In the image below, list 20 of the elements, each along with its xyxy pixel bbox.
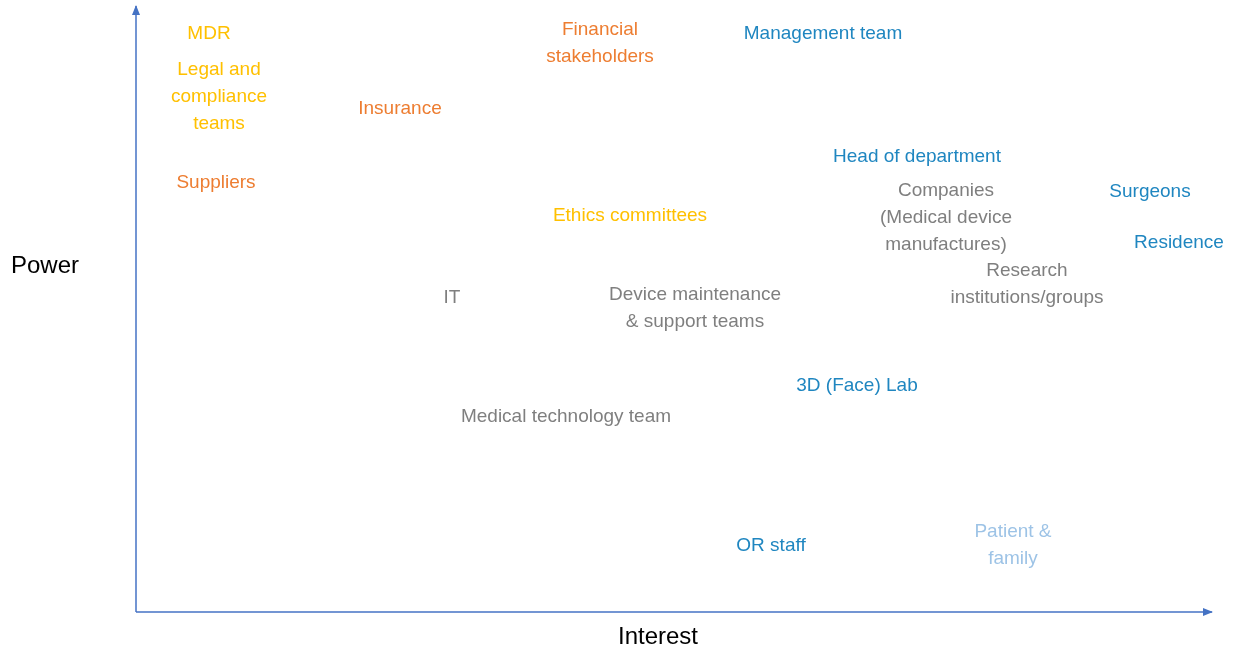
stakeholder-label: Management team [743, 21, 903, 45]
stakeholder-label: Device maintenance & support teams [607, 282, 783, 333]
stakeholder-label: IT [443, 285, 461, 309]
stakeholder-label: Insurance [358, 96, 442, 120]
stakeholder-label: Ethics committees [552, 203, 708, 227]
stakeholder-label: Legal and compliance teams [169, 57, 269, 135]
stakeholder-label: Surgeons [1109, 179, 1191, 203]
stakeholder-label: Residence [1134, 230, 1224, 254]
stakeholder-label: Companies (Medical device manufactures) [879, 178, 1013, 256]
stakeholder-label: Research institutions/groups [949, 258, 1105, 309]
stakeholder-label: Suppliers [176, 170, 256, 194]
axis-title: Interest [618, 621, 698, 651]
stakeholder-label: Medical technology team [460, 404, 672, 428]
stakeholder-label: 3D (Face) Lab [796, 373, 918, 397]
axis-title: Power [11, 250, 79, 280]
stakeholder-label: MDR [187, 21, 231, 45]
stakeholder-label: Head of department [833, 144, 1001, 168]
stakeholder-label: OR staff [736, 533, 806, 557]
stakeholder-label: Financial stakeholders [545, 17, 655, 68]
stakeholder-label: Patient & family [973, 519, 1053, 570]
